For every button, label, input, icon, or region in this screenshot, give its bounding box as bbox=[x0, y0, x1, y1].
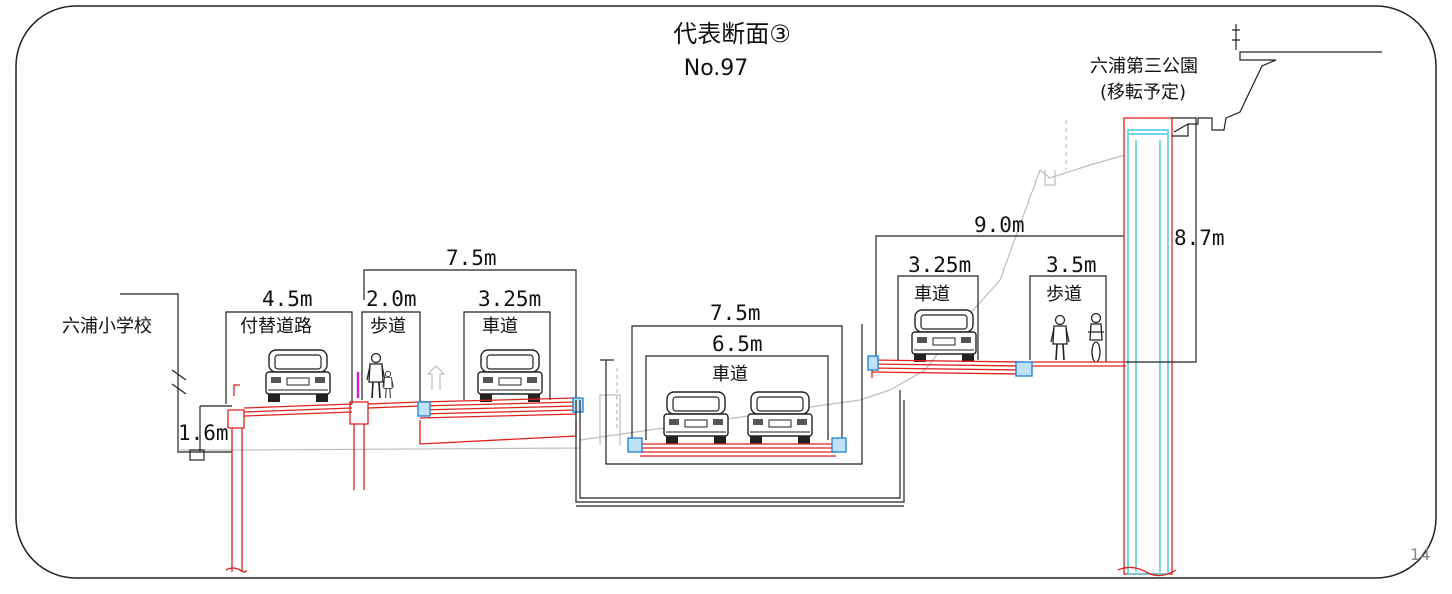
school-boundary bbox=[120, 293, 232, 453]
pedestrian-icon bbox=[1050, 314, 1070, 361]
left-roadway-deck bbox=[419, 397, 577, 445]
park-status-label: (移転予定) bbox=[1100, 82, 1186, 103]
expansion-joint bbox=[417, 401, 431, 417]
sidewalk-right-label: 歩道 bbox=[1046, 284, 1082, 305]
roadway-center-label: 車道 bbox=[712, 364, 748, 385]
expansion-joint bbox=[867, 355, 879, 371]
roadway-right-label: 車道 bbox=[914, 284, 950, 305]
center-trench bbox=[575, 390, 905, 503]
car-rear-icon bbox=[477, 349, 543, 403]
left-total-width-dim: 7.5m bbox=[446, 246, 497, 270]
car-rear-icon bbox=[663, 391, 729, 445]
right-roadway-deck bbox=[871, 359, 1126, 378]
divider-pile-left bbox=[349, 401, 369, 425]
right-retaining-wall bbox=[1117, 117, 1177, 577]
section-number: No.97 bbox=[684, 56, 749, 81]
park-slope bbox=[1172, 51, 1382, 137]
center-roadway-deck bbox=[640, 443, 836, 457]
expansion-joint bbox=[627, 437, 643, 453]
car-rear-icon bbox=[911, 309, 977, 363]
frontage-road-deck bbox=[243, 403, 353, 417]
roadway-right-width-dim: 3.25m bbox=[908, 253, 971, 277]
center-total-width-dim: 7.5m bbox=[710, 301, 761, 325]
car-rear-icon bbox=[747, 391, 813, 445]
page-number: 14 bbox=[1410, 545, 1430, 564]
diagram-title: 代表断面③ bbox=[673, 20, 791, 48]
left-retaining-wall bbox=[227, 409, 245, 572]
sidewalk-right-width-dim: 3.5m bbox=[1046, 253, 1097, 277]
retaining-height-dim: 1.6m bbox=[178, 421, 229, 445]
right-total-width-dim: 9.0m bbox=[974, 213, 1025, 237]
wall-height-dim: 8.7m bbox=[1174, 226, 1225, 250]
frontage-width-dim: 4.5m bbox=[262, 287, 313, 311]
sidewalk-left-label: 歩道 bbox=[370, 316, 406, 337]
center-road-width-dim: 6.5m bbox=[712, 332, 763, 356]
expansion-joint bbox=[1015, 361, 1033, 377]
frontage-road-label: 付替道路 bbox=[240, 316, 312, 337]
roadway-left-width-dim: 3.25m bbox=[478, 287, 541, 311]
frame bbox=[15, 5, 1437, 579]
park-label: 六浦第三公園 bbox=[1090, 56, 1198, 77]
car-rear-icon bbox=[265, 349, 331, 403]
roadway-left-label: 車道 bbox=[482, 316, 518, 337]
expansion-joint bbox=[831, 437, 847, 453]
cyclist-icon bbox=[1087, 312, 1105, 363]
sidewalk-left-width-dim: 2.0m bbox=[366, 287, 417, 311]
school-label: 六浦小学校 bbox=[62, 316, 152, 337]
pedestrian-icon bbox=[366, 352, 386, 399]
expansion-joint bbox=[572, 397, 584, 413]
